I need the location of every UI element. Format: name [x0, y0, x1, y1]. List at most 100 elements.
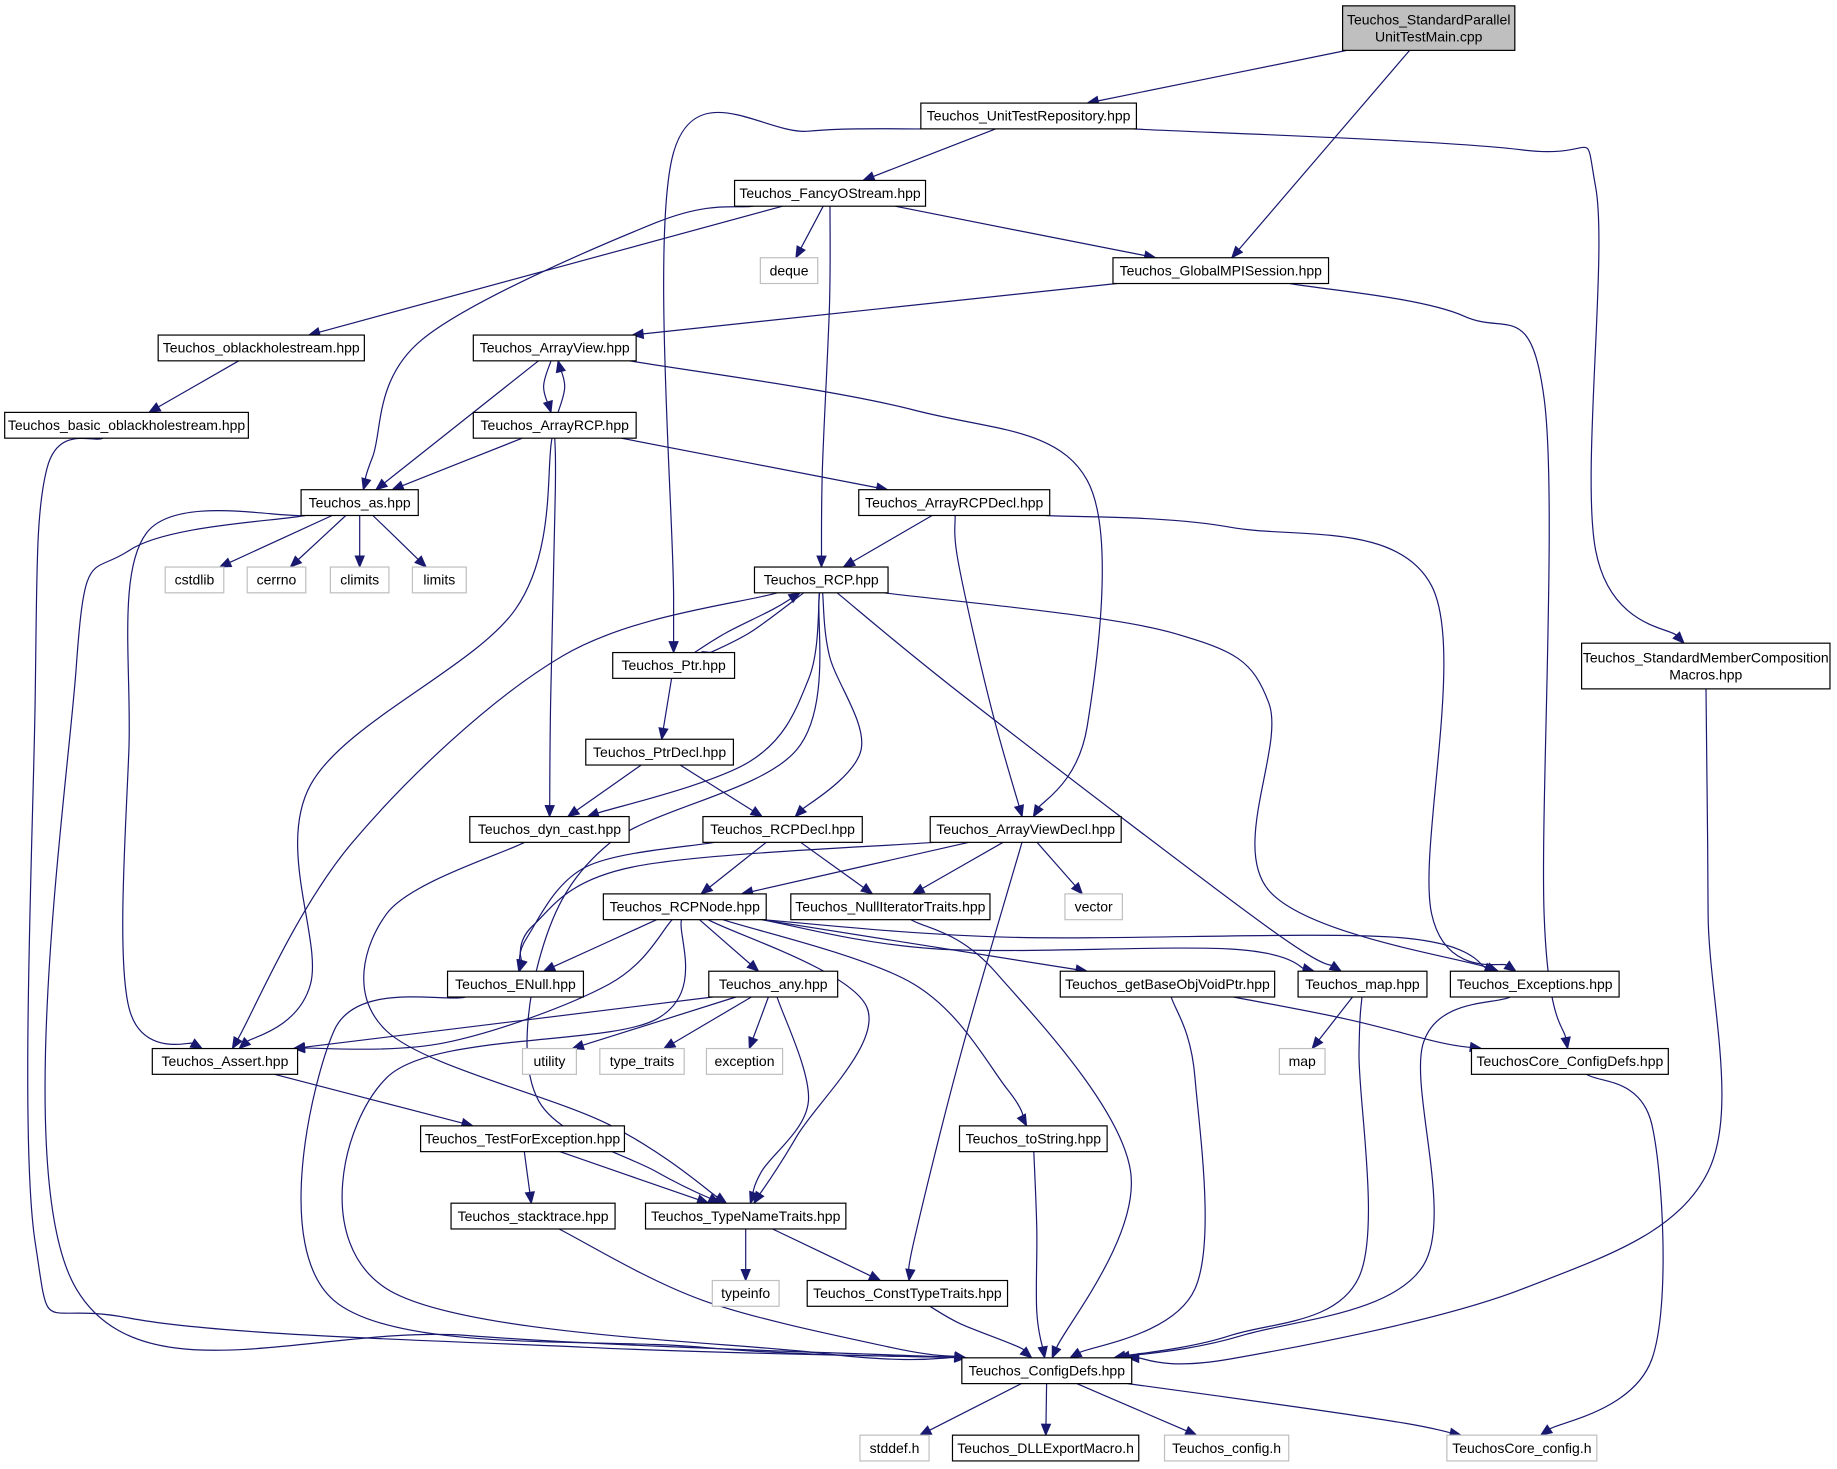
node-box: [450, 1202, 616, 1230]
edge-line: [752, 996, 769, 1039]
node-avdecl[interactable]: Teuchos_ArrayViewDecl.hpp: [929, 815, 1122, 843]
edge-rcpnode-to-tostr: [722, 919, 1028, 1128]
node-label: utility: [534, 1053, 566, 1069]
node-rcpnode[interactable]: Teuchos_RCPNode.hpp: [602, 893, 767, 921]
node-tfe[interactable]: Teuchos_TestForException.hpp: [419, 1125, 626, 1153]
node-utrepo[interactable]: Teuchos_UnitTestRepository.hpp: [920, 102, 1138, 130]
node-label: Teuchos_ConfigDefs.hpp: [969, 1362, 1126, 1378]
node-box: [759, 257, 819, 285]
arrowhead-icon: [1672, 631, 1685, 645]
edge-line: [558, 1228, 956, 1357]
edge-assert-to-tfe: [274, 1073, 475, 1129]
edge-utrepo-to-smcm: [1132, 128, 1685, 645]
node-assert[interactable]: Teuchos_Assert.hpp: [151, 1047, 299, 1075]
edge-rcpdecl-to-nullit: [800, 841, 874, 895]
edge-main-to-utrepo: [1086, 49, 1347, 106]
node-label: Teuchos_Exceptions.hpp: [1457, 976, 1613, 992]
node-label: Teuchos_StandardMemberComposition: [1583, 649, 1829, 665]
node-exc[interactable]: Teuchos_Exceptions.hpp: [1449, 970, 1620, 998]
arrowhead-icon: [218, 557, 233, 568]
arrowhead-icon: [524, 1191, 535, 1205]
edge-line: [908, 842, 1023, 1274]
edge-obh-to-bobh: [147, 360, 240, 414]
node-tnt[interactable]: Teuchos_TypeNameTraits.hpp: [644, 1202, 847, 1230]
arrowhead-icon: [354, 555, 365, 569]
node-label: UnitTestMain.cpp: [1375, 28, 1483, 44]
node-any[interactable]: Teuchos_any.hpp: [708, 970, 839, 998]
node-rcpdecl[interactable]: Teuchos_RCPDecl.hpp: [702, 815, 863, 843]
node-box: [599, 1047, 685, 1075]
node-cfg[interactable]: Teuchos_ConfigDefs.hpp: [961, 1357, 1133, 1385]
node-map[interactable]: Teuchos_map.hpp: [1297, 970, 1428, 998]
edge-line: [662, 678, 673, 730]
node-label: Teuchos_GlobalMPISession.hpp: [1120, 262, 1323, 278]
edge-line: [800, 205, 824, 249]
edge-line: [752, 996, 810, 1195]
edge-line: [700, 592, 805, 658]
edge-line: [229, 514, 333, 563]
arrowhead-icon: [1230, 245, 1244, 259]
node-box: [1163, 1434, 1290, 1462]
edge-ptr-to-rcp: [694, 592, 802, 654]
node-ptr[interactable]: Teuchos_Ptr.hpp: [612, 651, 736, 679]
node-ctt[interactable]: Teuchos_ConstTypeTraits.hpp: [806, 1279, 1009, 1307]
node-tostr[interactable]: Teuchos_toString.hpp: [958, 1125, 1108, 1153]
node-bobh[interactable]: Teuchos_basic_oblackholestream.hpp: [4, 411, 249, 439]
node-box: [446, 970, 585, 998]
node-box: [711, 1279, 780, 1307]
node-arcpdecl[interactable]: Teuchos_ArrayRCPDecl.hpp: [858, 489, 1051, 517]
node-smcm[interactable]: Teuchos_StandardMemberCompositionMacros.…: [1581, 642, 1831, 690]
arrowhead-icon: [1560, 1036, 1571, 1050]
node-nullit[interactable]: Teuchos_NullIteratorTraits.hpp: [790, 893, 991, 921]
node-label: Teuchos_toString.hpp: [966, 1131, 1102, 1147]
edge-line: [319, 205, 783, 333]
edge-line: [820, 206, 831, 557]
edge-line: [559, 1151, 699, 1201]
node-gbovp[interactable]: Teuchos_getBaseObjVoidPtr.hpp: [1059, 970, 1276, 998]
edge-line: [542, 360, 552, 404]
node-fancy[interactable]: Teuchos_FancyOStream.hpp: [733, 179, 927, 207]
node-stack[interactable]: Teuchos_stacktrace.hpp: [450, 1202, 616, 1230]
edge-arcp-to-as: [390, 437, 523, 491]
arrowhead-icon: [1016, 1113, 1028, 1128]
edge-line: [873, 128, 996, 177]
arrowhead-icon: [542, 399, 553, 414]
edge-line: [836, 592, 1333, 967]
node-gmpi[interactable]: Teuchos_GlobalMPISession.hpp: [1112, 257, 1330, 285]
node-arcp[interactable]: Teuchos_ArrayRCP.hpp: [472, 411, 637, 439]
edge-stack-to-cfg: [558, 1228, 968, 1362]
node-stddef: stddef.h: [859, 1434, 930, 1462]
node-ptrdecl[interactable]: Teuchos_PtrDecl.hpp: [585, 738, 734, 766]
edge-arcp-to-dyncast: [544, 438, 557, 818]
node-rcp[interactable]: Teuchos_RCP.hpp: [753, 566, 889, 594]
arrowhead-icon: [571, 1040, 585, 1051]
edge-line: [274, 1073, 463, 1124]
edge-any-to-exception: [748, 996, 769, 1050]
edge-rcpdecl-to-rcpnode: [700, 841, 767, 895]
node-dll[interactable]: Teuchos_DLLExportMacro.h: [951, 1434, 1140, 1462]
arrowhead-icon: [749, 1190, 760, 1205]
node-av[interactable]: Teuchos_ArrayView.hpp: [472, 334, 637, 362]
node-deque: deque: [759, 257, 819, 285]
edge-any-to-tnt: [749, 996, 810, 1205]
edge-tnt-to-ctt: [772, 1228, 882, 1282]
edge-line: [1132, 128, 1677, 636]
arrowhead-icon: [749, 806, 764, 818]
node-as[interactable]: Teuchos_as.hpp: [300, 489, 419, 517]
arrowhead-icon: [861, 171, 876, 182]
node-dyncast[interactable]: Teuchos_dyn_cast.hpp: [469, 815, 630, 843]
node-typeinfo: typeinfo: [711, 1279, 780, 1307]
edge-main-to-gmpi: [1230, 50, 1411, 259]
edge-ptrdecl-to-dyncast: [566, 764, 642, 818]
edge-line: [772, 1228, 871, 1277]
node-box: [472, 411, 637, 439]
node-label: limits: [423, 572, 455, 588]
node-box: [246, 566, 307, 594]
node-enull[interactable]: Teuchos_ENull.hpp: [446, 970, 585, 998]
node-obh[interactable]: Teuchos_oblackholestream.hpp: [157, 334, 365, 362]
node-box: [733, 179, 927, 207]
edge-line: [1124, 996, 1370, 1357]
node-coredefs[interactable]: TeuchosCore_ConfigDefs.hpp: [1470, 1047, 1669, 1075]
arrowhead-icon: [1068, 1347, 1083, 1359]
